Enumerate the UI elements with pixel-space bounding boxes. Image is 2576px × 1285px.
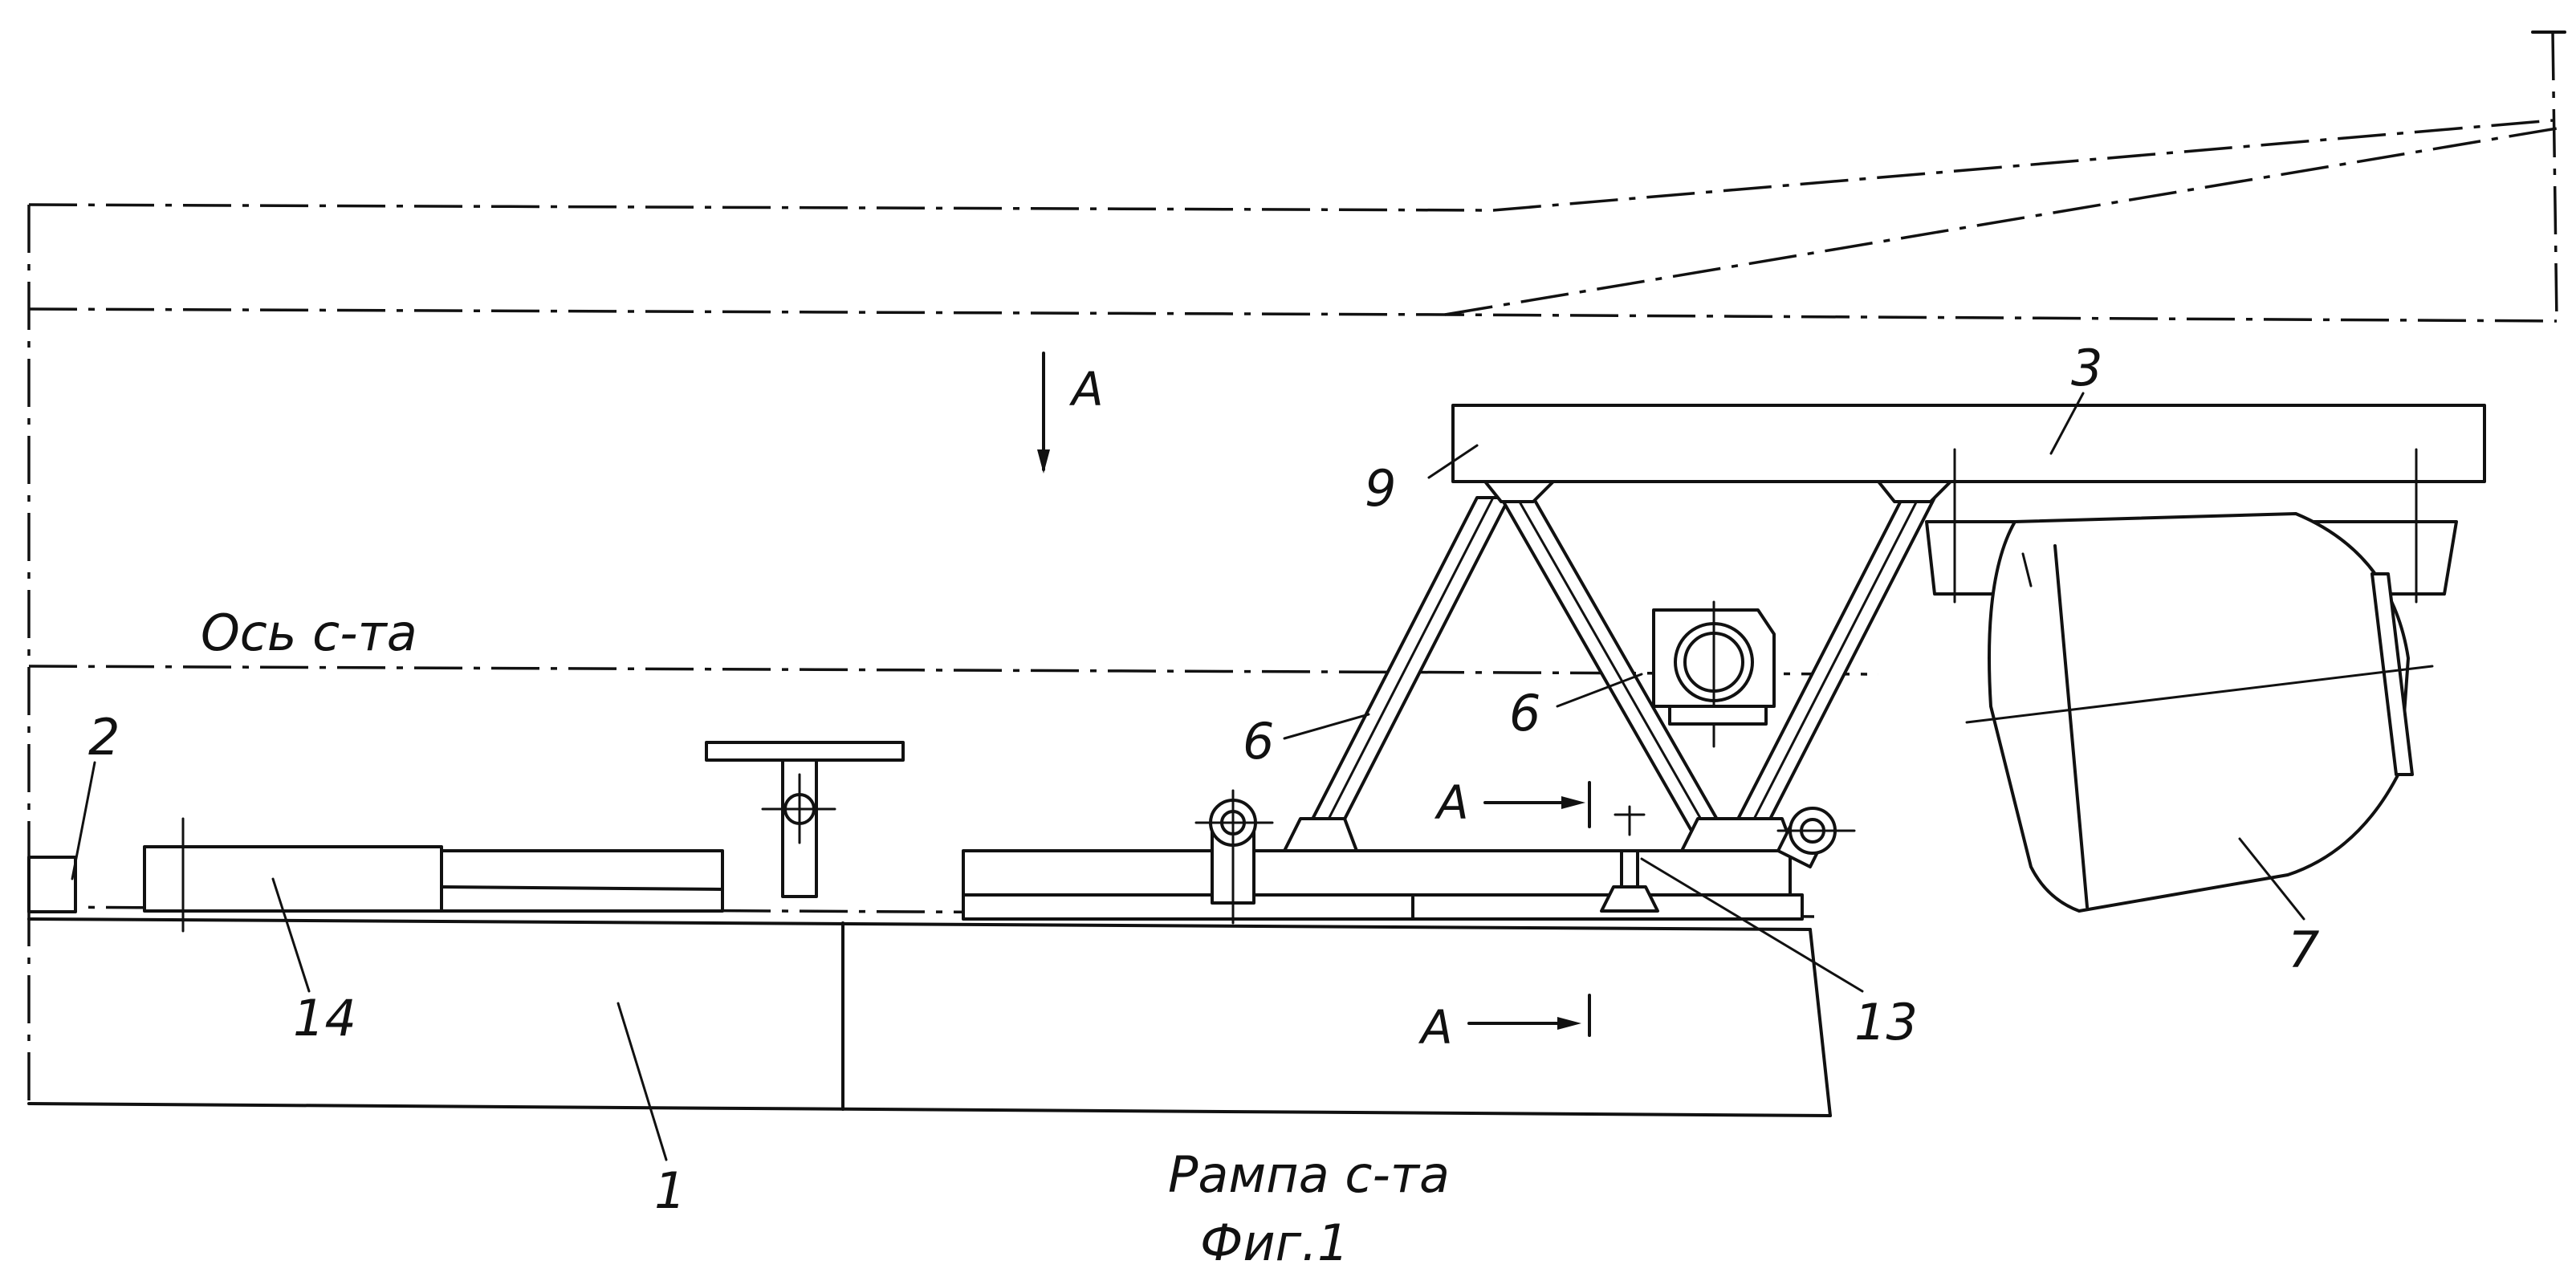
part-label-2: 2 xyxy=(88,708,120,767)
section-arrow-lower xyxy=(1469,995,1589,1035)
figure-caption: Фиг.1 xyxy=(1200,1214,1349,1272)
leader-lines xyxy=(72,393,2304,1160)
view-arrow-label: A xyxy=(1068,362,1104,417)
stop-block xyxy=(29,857,75,912)
view-arrow xyxy=(1037,353,1050,474)
bucket xyxy=(1967,514,2432,911)
base-plate xyxy=(963,851,1802,919)
part-label-1: 1 xyxy=(654,1161,686,1220)
part-label-9: 9 xyxy=(1365,459,1396,518)
section-label-lower: A xyxy=(1418,1000,1453,1055)
part-label-6-left: 6 xyxy=(1243,712,1274,771)
actuator-housing xyxy=(1654,602,1774,746)
t-handle xyxy=(706,742,903,897)
part-label-6-right: 6 xyxy=(1509,684,1540,742)
part-label-7: 7 xyxy=(2288,921,2319,979)
part-label-14: 14 xyxy=(293,989,356,1047)
part-label-3: 3 xyxy=(2071,339,2102,397)
section-label-upper: A xyxy=(1434,775,1469,830)
axis-label: Ось с-та xyxy=(201,604,417,662)
part-label-13: 13 xyxy=(1854,993,1918,1051)
guide-rail xyxy=(144,819,722,931)
section-arrow-upper xyxy=(1485,783,1589,827)
scissor-leg-left xyxy=(1284,498,1509,851)
upper-platform xyxy=(1453,405,2484,502)
ramp-label: Рампа с-та xyxy=(1168,1145,1450,1204)
